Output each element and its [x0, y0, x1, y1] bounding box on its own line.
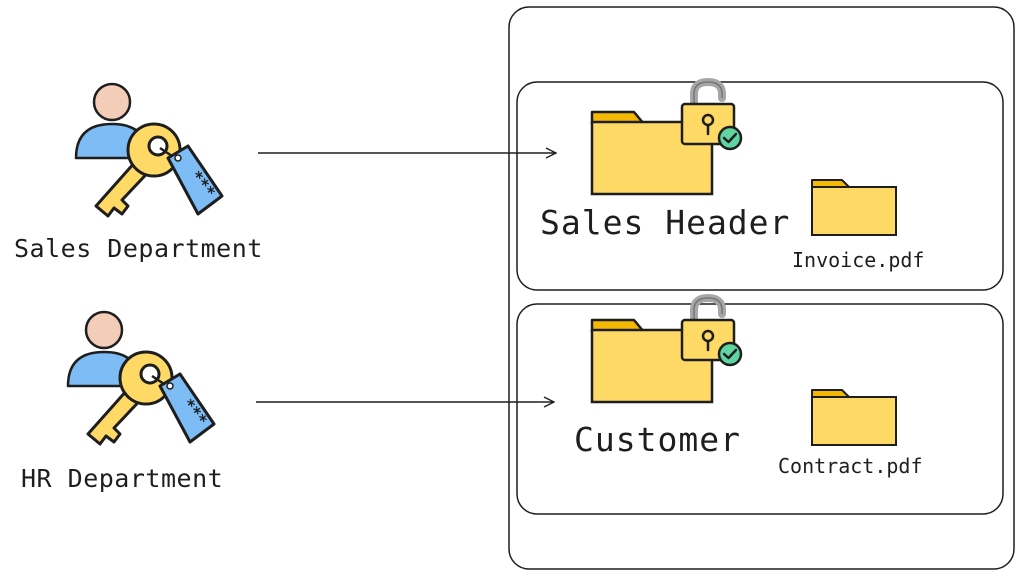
hr-department-label: HR Department: [21, 464, 224, 493]
sales-department-label: Sales Department: [14, 234, 263, 263]
customer-folder-title: Customer: [574, 420, 741, 459]
invoice-file-folder-icon: [811, 179, 897, 236]
invoice-file-label: Invoice.pdf: [792, 248, 925, 272]
folder-section-customer: [516, 303, 1004, 515]
hr-access-key-icon: [66, 310, 216, 446]
folder-section-sales-header: [516, 81, 1004, 291]
sales-header-folder-title: Sales Header: [540, 203, 791, 242]
sales-access-key-icon: [74, 82, 224, 218]
contract-file-folder-icon: [811, 389, 897, 446]
contract-file-label: Contract.pdf: [778, 454, 923, 478]
